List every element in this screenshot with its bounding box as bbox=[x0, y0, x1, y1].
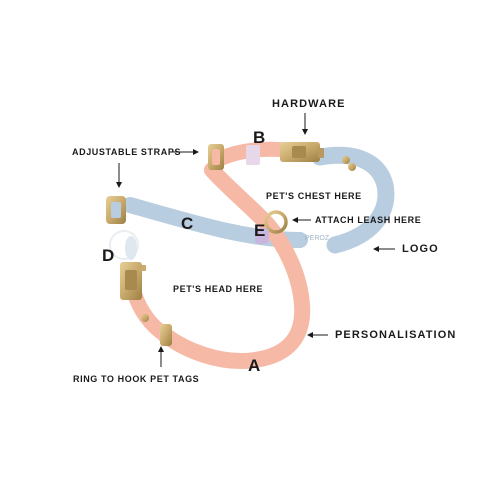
label-logo: LOGO bbox=[402, 243, 439, 255]
embossed-logo: PEROZ bbox=[305, 235, 330, 242]
letter-b: B bbox=[253, 128, 266, 147]
label-pets-chest-here: PET'S CHEST HERE bbox=[266, 191, 362, 201]
d-ring-hardware bbox=[106, 196, 139, 260]
letter-d: D bbox=[102, 246, 115, 265]
rivets bbox=[342, 156, 356, 171]
letter-a: A bbox=[248, 356, 261, 375]
label-pets-head-here: PET'S HEAD HERE bbox=[173, 284, 264, 294]
bottom-buckle bbox=[120, 262, 146, 300]
label-ring-to-hook-pet-tags: RING TO HOOK PET TAGS bbox=[73, 374, 200, 384]
tag-ring-hardware bbox=[141, 314, 172, 346]
label-hardware: HARDWARE bbox=[272, 98, 346, 110]
letter-c: C bbox=[181, 214, 194, 233]
label-adjustable-straps: ADJUSTABLE STRAPS bbox=[72, 147, 182, 157]
buckle-hardware bbox=[280, 142, 324, 162]
label-personalisation: PERSONALISATION bbox=[335, 329, 457, 341]
annotation-arrows bbox=[116, 113, 395, 367]
label-attach-leash-here: ATTACH LEASH HERE bbox=[315, 215, 422, 225]
slider-hardware bbox=[208, 144, 260, 170]
letter-e: E bbox=[254, 221, 266, 240]
o-ring bbox=[255, 210, 288, 244]
